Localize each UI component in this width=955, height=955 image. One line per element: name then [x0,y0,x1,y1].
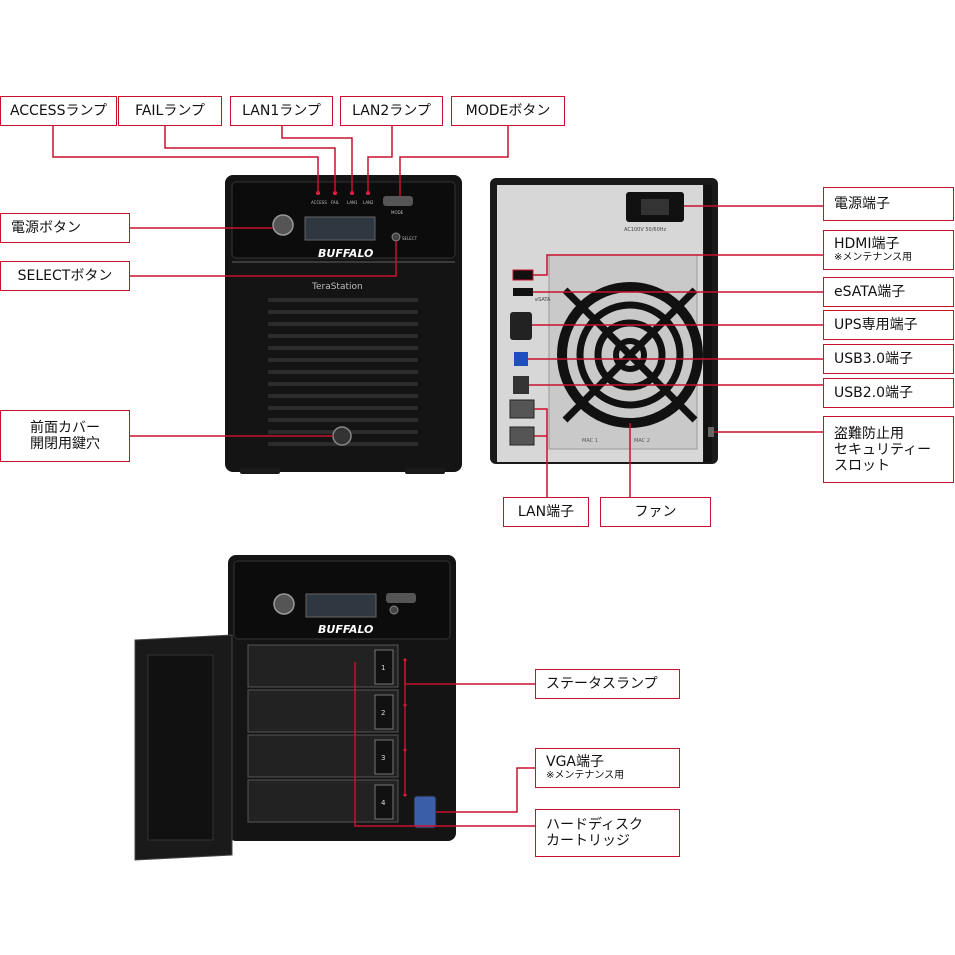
front-unit: ACCESS FAIL LAN1 LAN2 MODE SELECT BUFFAL… [225,175,462,474]
bay-3-number: 3 [381,754,385,762]
power-button-label: 電源ボタン [0,213,130,243]
select-button-text: SELECTボタン [17,268,113,284]
hdmi-port-label: HDMI端子 ※メンテナンス用 [823,230,954,270]
usb30-port-text: USB3.0端子 [834,351,914,367]
hdmi-port-text: HDMI端子 [834,236,900,252]
security-slot-label: 盗難防止用 セキュリティー スロット [823,416,954,483]
rear-power-text: AC100V 50/60Hz [624,227,667,233]
led-lan2-text: LAN2 [363,200,374,205]
esata-shape [513,288,533,296]
status-lamp-text: ステータスランプ [546,676,658,692]
power-port-text: 電源端子 [834,196,890,212]
mode-button-shape [383,196,413,206]
ups-shape [510,312,532,340]
leader-mode [399,126,509,196]
leader-hdmi [533,254,823,276]
led-access-text: ACCESS [311,200,327,205]
select-button-label: SELECTボタン [0,261,130,291]
leader-select [130,241,397,277]
hdd-cartridge-label: ハードディスク カートリッジ [535,809,680,857]
mode-button-text: MODEボタン [465,103,551,119]
led-fail-text: FAIL [331,200,340,205]
ups-port-text: UPS専用端子 [834,317,918,333]
lan1-lamp-label: LAN1ランプ [230,96,333,126]
lan2-lamp-label: LAN2ランプ [340,96,443,126]
select-text: SELECT [402,236,418,241]
power-button-text: 電源ボタン [11,220,81,236]
esata-port-text: eSATA端子 [834,284,906,300]
leader-hdd [354,662,535,827]
access-lamp-label: ACCESSランプ [0,96,117,126]
vent-slots [268,298,418,446]
usb30-port-label: USB3.0端子 [823,344,954,374]
leader-lan-top [534,408,548,497]
open-unit: BUFFALO 1 2 3 4 [134,555,456,861]
lan2-lamp-text: LAN2ランプ [352,103,431,119]
led-lan1-text: LAN1 [347,200,358,205]
front-cover-key-label: 前面カバー 開閉用鍵穴 [0,410,130,462]
fan-text: ファン [634,504,677,520]
security-slot-line3: スロット [834,457,890,474]
vga-port-text: VGA端子 [546,754,605,770]
lan1-lamp-text: LAN1ランプ [242,103,321,119]
rear-mac1-text: MAC 1 [582,438,598,444]
security-slot-line2: セキュリティー [834,441,932,458]
status-lamp-label: ステータスランプ [535,669,680,699]
vga-port-label: VGA端子 ※メンテナンス用 [535,748,680,788]
leader-status [404,660,535,685]
access-lamp-text: ACCESSランプ [9,103,108,119]
drive-bays [247,644,399,823]
leader-lan2 [367,126,393,193]
bay-2-number: 2 [381,709,385,717]
usb30-shape [514,352,528,366]
front-cover-key-line2: 開閉用鍵穴 [30,436,100,452]
lan-port-text: LAN端子 [517,504,575,520]
rear-mac2-text: MAC 2 [634,438,650,444]
ups-port-label: UPS専用端子 [823,310,954,340]
leader-vga [436,767,535,813]
usb20-port-label: USB2.0端子 [823,378,954,408]
brand-logo-open: BUFFALO [318,623,373,636]
rear-esata-text: eSATA [535,297,551,303]
security-slot-line1: 盗難防止用 [834,425,904,442]
bay-4-number: 4 [381,799,386,807]
leader-fail [164,126,336,193]
usb20-port-text: USB2.0端子 [834,385,914,401]
leader-access [52,126,319,193]
mode-button-label: MODEボタン [451,96,565,126]
lan-port-label: LAN端子 [503,497,589,527]
lcd-display [304,216,376,241]
vga-note-text: ※メンテナンス用 [546,770,625,781]
hdmi-note-text: ※メンテナンス用 [834,252,913,263]
brand-logo-front: BUFFALO [318,247,373,260]
hdd-cartridge-line1: ハードディスク [546,817,644,833]
mode-text: MODE [391,210,404,215]
power-port-label: 電源端子 [823,187,954,221]
fail-lamp-text: FAILランプ [135,103,205,119]
security-slot-shape [708,427,714,437]
hdd-cartridge-line2: カートリッジ [546,833,630,849]
fan-label: ファン [600,497,711,527]
usb20-shape [513,376,529,394]
bay-1-number: 1 [381,664,385,672]
fail-lamp-label: FAILランプ [118,96,222,126]
model-logo-front: TeraStation [311,282,363,292]
power-button-shape [272,214,294,236]
rear-unit: AC100V 50/60Hz eSATA MAC 1 MAC 2 [490,178,718,464]
leader-lan1 [281,126,353,193]
front-cover-key-line1: 前面カバー [30,420,100,436]
esata-port-label: eSATA端子 [823,277,954,307]
